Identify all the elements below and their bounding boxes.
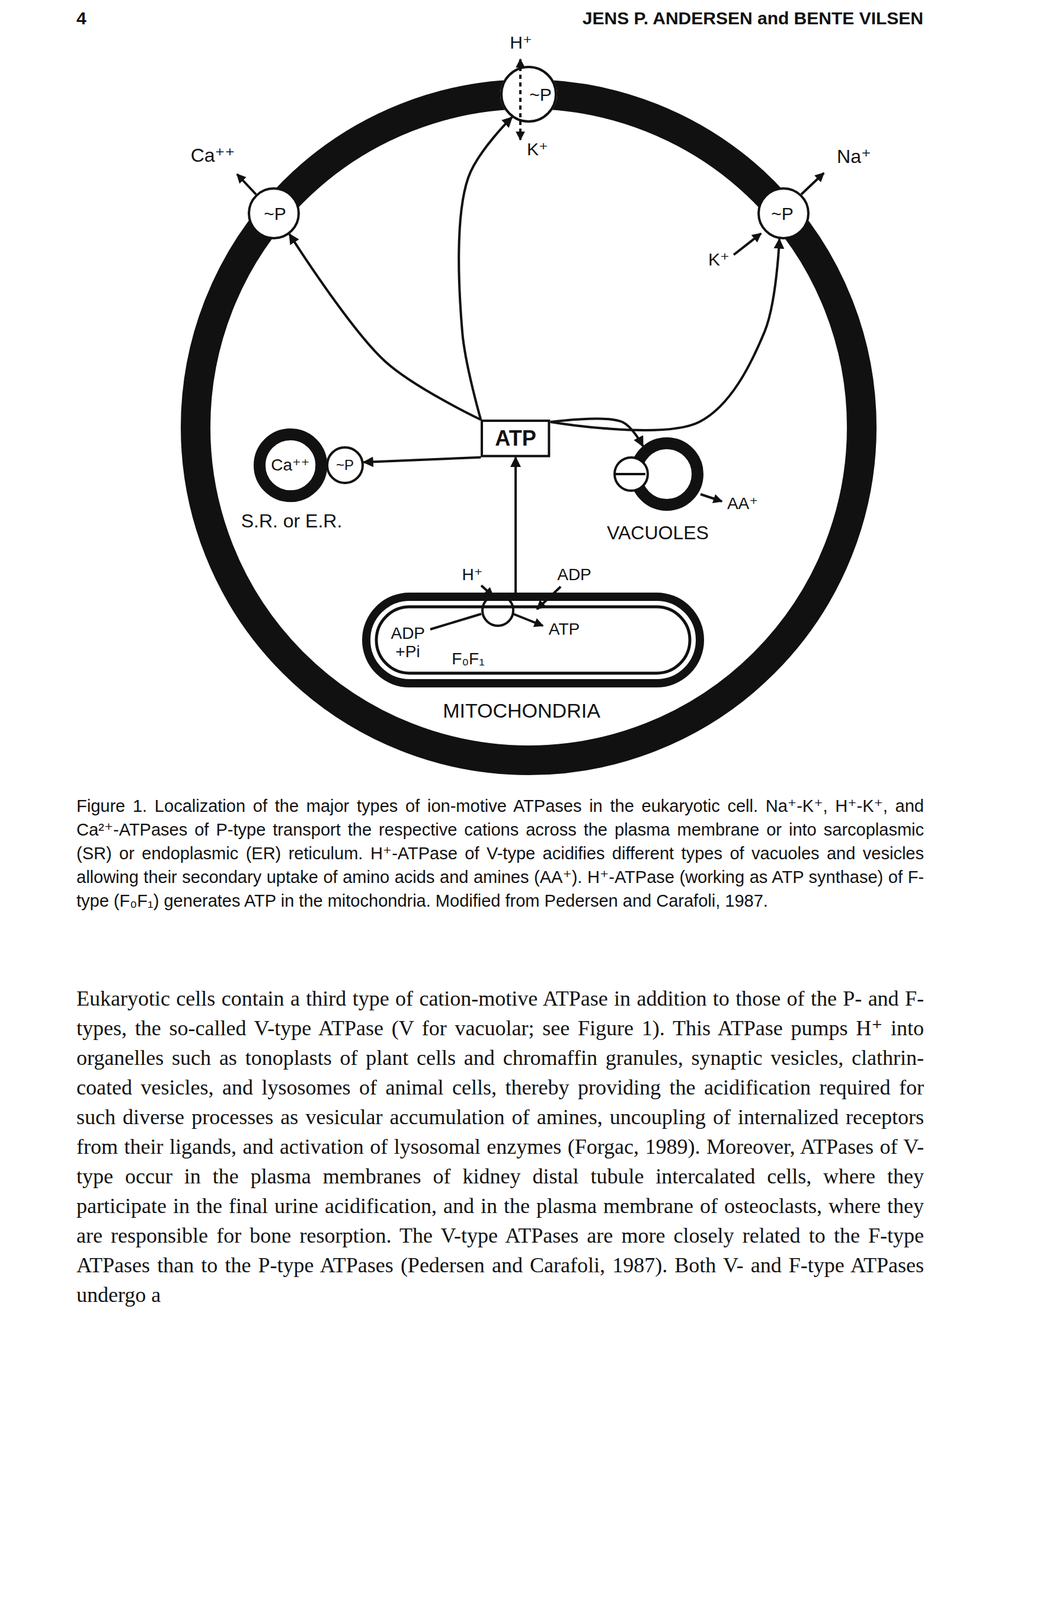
reticulum-organelle: Ca⁺⁺S.R. or E.R.	[253, 428, 328, 502]
atp-box: ATP	[480, 419, 550, 458]
pump-label: ~P	[529, 84, 552, 105]
connector-arrow	[550, 238, 780, 431]
box-label: ATP	[494, 426, 536, 451]
adp-in-line	[430, 613, 482, 630]
ion-label: AA⁺	[726, 494, 759, 514]
ion-label: K⁺	[526, 139, 549, 161]
pump-label: ~P	[336, 457, 354, 473]
body-text: Eukaryotic cells contain a third type of…	[76, 983, 924, 1310]
running-head: JENS P. ANDERSEN and BENTE VILSEN	[582, 8, 924, 30]
pump-ground	[500, 65, 558, 123]
amine-arrow	[700, 494, 722, 502]
atp-out-arrow	[513, 613, 543, 626]
figure-caption: Figure 1. Localization of the major type…	[76, 794, 924, 913]
product-label: ATP	[548, 620, 580, 639]
substrate-label: ADP	[556, 565, 593, 585]
pump-label: ~P	[263, 203, 287, 224]
organelle-label: VACUOLES	[606, 522, 709, 544]
plasma-membrane	[195, 94, 862, 761]
connector-arrow	[514, 457, 517, 593]
enzyme-label: F₀F₁	[451, 650, 485, 669]
connector-arrow	[363, 457, 482, 463]
page-number: 4	[76, 8, 87, 30]
pump-circle: ~P	[325, 446, 364, 485]
vacuole-organelle-outline	[629, 437, 704, 511]
pump-label: ~P	[771, 203, 794, 224]
connector-arrow	[289, 234, 481, 420]
pump-circle: ~P	[757, 187, 810, 240]
pump-circle: ~P	[500, 65, 558, 123]
sodium-exit-arrow	[801, 173, 824, 195]
ion-label: Na⁺	[836, 145, 872, 168]
pump-circle: ~P	[247, 187, 300, 240]
calcium-exit-arrow	[237, 174, 257, 195]
substrate-label: ADP +Pi	[390, 624, 425, 662]
organelle-label: S.R. or E.R.	[241, 510, 343, 532]
ion-label: H⁺	[461, 565, 484, 585]
vacuole-organelle: VACUOLES	[629, 437, 704, 511]
ion-label: Ca⁺⁺	[270, 456, 310, 475]
ion-label: H⁺	[509, 32, 533, 54]
connector-arrow	[458, 117, 513, 420]
proton-potassium-path	[519, 59, 522, 140]
potassium-entry-arrow	[733, 233, 761, 255]
ion-label: K⁺	[707, 249, 731, 271]
mitochondrion: ADP +PiF₀F₁ATPMITOCHONDRIA	[362, 592, 705, 688]
organelle-label: MITOCHONDRIA	[442, 699, 601, 722]
connector-arrow	[550, 419, 644, 447]
ion-label: Ca⁺⁺	[190, 144, 236, 167]
